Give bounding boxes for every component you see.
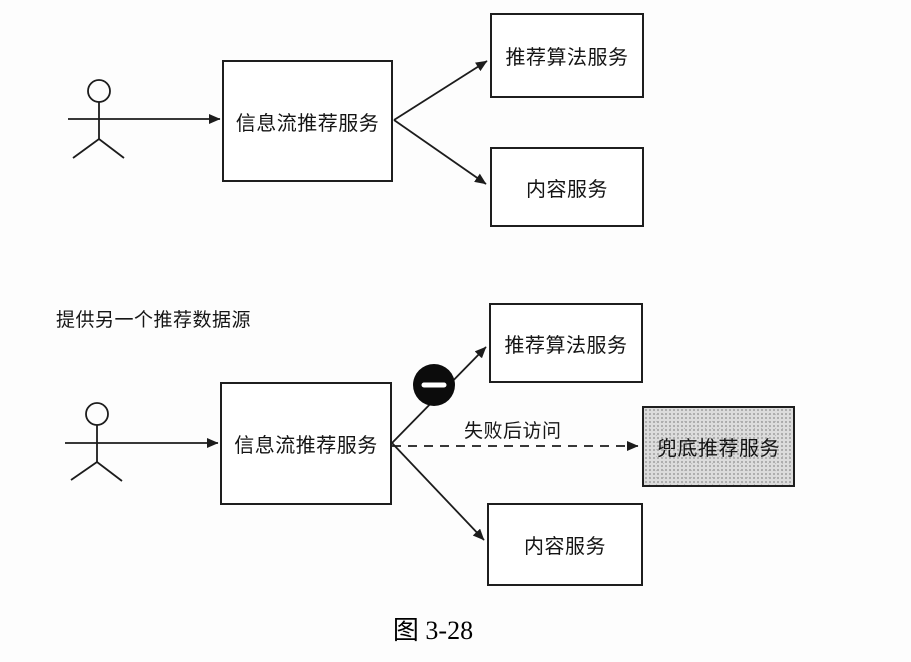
bottom-fallback-service-label: 兜底推荐服务 <box>657 438 780 460</box>
failure-edge-label: 失败后访问 <box>464 421 562 442</box>
minus-badge-circle <box>413 364 455 406</box>
bottom-user-actor-icon <box>70 402 123 482</box>
minus-badge-glyph <box>421 382 447 388</box>
bottom-actor-legs <box>70 460 123 482</box>
bottom-main-service-label: 信息流推荐服务 <box>234 435 378 457</box>
top-content-service-box: 内容服务 <box>490 147 644 227</box>
top-algorithm-service-box: 推荐算法服务 <box>490 13 644 98</box>
minus-badge-icon <box>413 364 455 406</box>
top-edge-main-to-content <box>393 119 487 185</box>
top-user-actor-icon <box>72 79 125 159</box>
bottom-content-service-box: 内容服务 <box>487 503 643 586</box>
top-edge-main-to-algorithm <box>393 60 488 121</box>
top-algorithm-service-label: 推荐算法服务 <box>505 47 629 69</box>
figure-caption: 图 3-28 <box>392 616 474 645</box>
bottom-algorithm-service-box: 推荐算法服务 <box>489 303 643 383</box>
bottom-annotation-label: 提供另一个推荐数据源 <box>56 310 252 331</box>
bottom-fallback-service-box: 兜底推荐服务 <box>642 406 795 487</box>
bottom-content-service-label: 内容服务 <box>524 536 606 558</box>
bottom-algorithm-service-label: 推荐算法服务 <box>504 334 628 357</box>
bottom-main-service-box: 信息流推荐服务 <box>220 382 392 505</box>
top-main-service-box: 信息流推荐服务 <box>222 60 393 182</box>
bottom-actor-head <box>85 402 109 426</box>
top-content-service-label: 内容服务 <box>526 178 608 201</box>
top-actor-head <box>87 79 111 103</box>
bottom-edge-main-to-content <box>391 442 485 541</box>
top-main-service-label: 信息流推荐服务 <box>235 112 380 135</box>
top-actor-legs <box>72 137 125 159</box>
